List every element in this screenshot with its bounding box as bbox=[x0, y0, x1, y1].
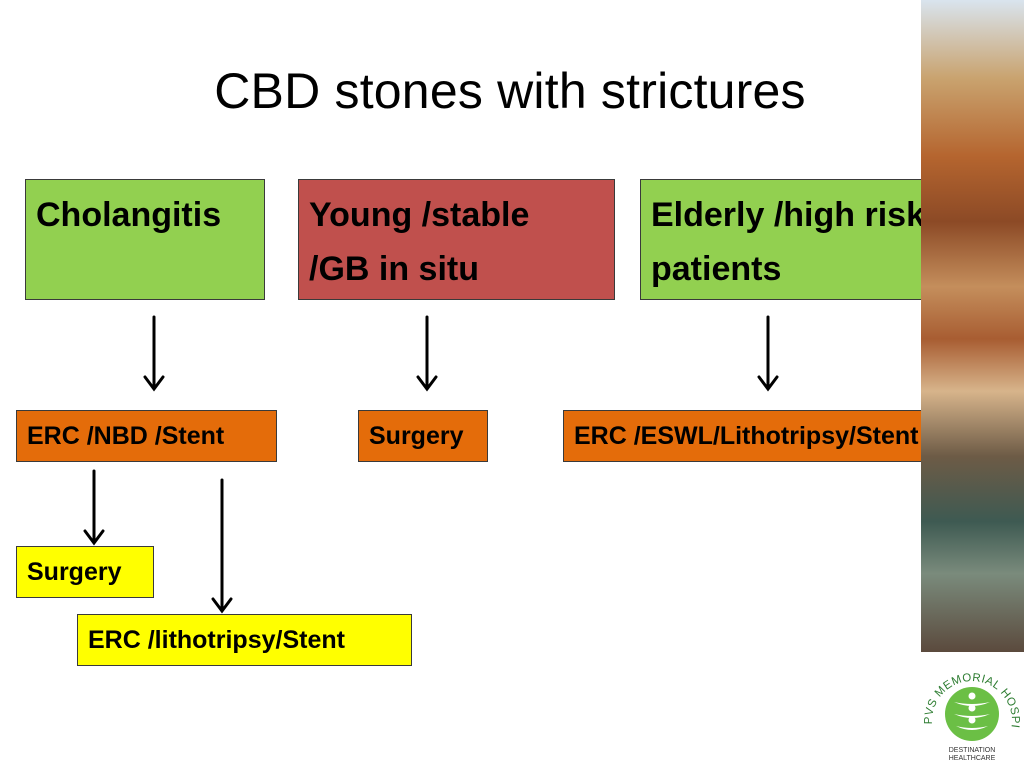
followup-surgery: Surgery bbox=[16, 546, 154, 598]
arrow-cholangitis-down bbox=[143, 315, 165, 392]
arrow-to-surgery bbox=[83, 469, 105, 546]
treatment-surgery: Surgery bbox=[358, 410, 488, 462]
category-young-stable-line1: Young /stable bbox=[309, 196, 530, 234]
treatment-erc-nbd-stent: ERC /NBD /Stent bbox=[16, 410, 277, 462]
arrow-to-erc-lithotripsy bbox=[211, 478, 233, 614]
hospital-logo: PVS MEMORIAL HOSPITAL LTD DESTINATION HE… bbox=[918, 652, 1021, 762]
category-cholangitis-line1: Cholangitis bbox=[36, 196, 222, 234]
category-young-stable-line2: /GB in situ bbox=[309, 250, 479, 289]
logo-line1: DESTINATION bbox=[949, 747, 996, 754]
slide-title: CBD stones with strictures bbox=[214, 63, 806, 119]
category-elderly-line2: patients bbox=[651, 250, 782, 289]
arrow-young-down bbox=[416, 315, 438, 392]
canyon-photo-strip bbox=[921, 0, 1024, 652]
arrow-elderly-down bbox=[757, 315, 779, 392]
category-young-stable: Young /stable /GB in situ bbox=[298, 179, 615, 300]
followup-erc-lithotripsy-stent: ERC /lithotripsy/Stent bbox=[77, 614, 412, 666]
logo-line2: HEALTHCARE bbox=[949, 755, 996, 762]
category-cholangitis: Cholangitis bbox=[25, 179, 265, 300]
category-elderly-line1: Elderly /high risk bbox=[651, 196, 925, 234]
